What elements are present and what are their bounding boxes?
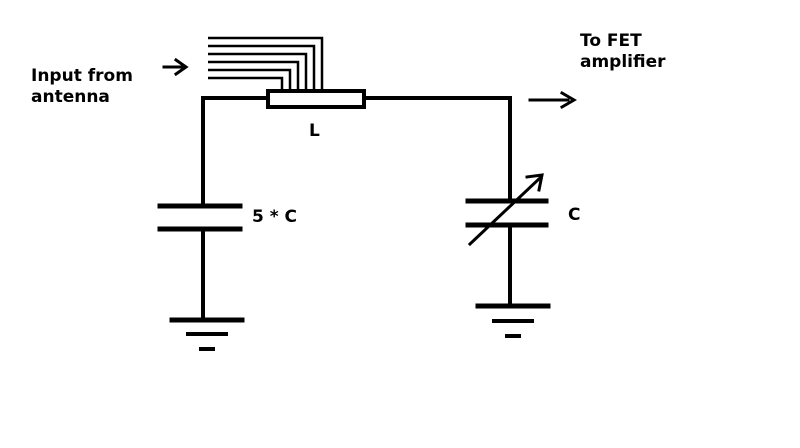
inductor-symbol — [266, 89, 366, 109]
output-label: To FET amplifier — [580, 31, 666, 73]
antenna-coupling-lines — [208, 36, 324, 92]
output-label-line-2: amplifier — [580, 52, 666, 72]
fixed-capacitor-symbol — [157, 203, 243, 232]
input-label-line-2: antenna — [31, 87, 110, 107]
ground-symbol-right — [475, 303, 551, 338]
output-arrow — [528, 90, 577, 110]
wire-left-top — [201, 96, 270, 204]
input-label: Input from antenna — [31, 66, 133, 108]
ground-symbol-left — [169, 317, 245, 351]
wire-right-top — [362, 96, 512, 201]
variable-capacitor-arrow — [467, 173, 544, 247]
variable-capacitor-label: C — [568, 205, 581, 225]
fixed-capacitor-label: 5 * C — [252, 207, 298, 227]
output-label-line-1: To FET — [580, 31, 642, 51]
input-arrow — [162, 57, 189, 77]
input-label-line-1: Input from — [31, 66, 133, 86]
inductor-label: L — [309, 121, 320, 141]
variable-capacitor-symbol — [465, 198, 549, 228]
